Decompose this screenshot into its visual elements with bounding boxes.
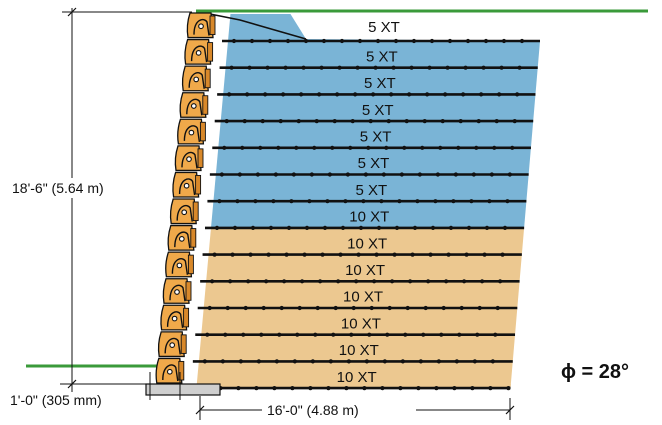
- geogrid-2: [219, 65, 538, 70]
- geogrid-14: [190, 386, 511, 391]
- length-label-bg: [262, 401, 416, 419]
- zone-band-12: [198, 334, 516, 362]
- facing-block-6: [174, 145, 204, 172]
- toe-label: 1'-0" (305 mm): [10, 392, 102, 408]
- facing-block-1: [186, 12, 216, 39]
- geogrid-10: [200, 279, 520, 284]
- zone-band-9: [206, 254, 522, 282]
- facing-blocks: [155, 12, 216, 384]
- geogrid-7: [207, 199, 527, 204]
- geogrid-4: [214, 119, 534, 124]
- layer-label-14: 10 XT: [337, 369, 377, 386]
- toe-dimension: [60, 372, 190, 400]
- slope-line: [199, 11, 307, 40]
- zone-band-5: [215, 147, 531, 175]
- leveling-pad: [145, 383, 221, 396]
- facing-block-11: [162, 278, 192, 304]
- layer-label-1: 5 XT: [368, 19, 400, 36]
- facing-block-9: [167, 224, 197, 251]
- layer-label-6: 5 XT: [358, 155, 390, 172]
- upper-slope-zone: [228, 14, 540, 41]
- zone-band-4: [218, 121, 534, 148]
- geogrid-8: [204, 225, 525, 230]
- length-label: 16'-0" (4.88 m): [267, 402, 359, 418]
- layer-label-10: 10 XT: [345, 262, 385, 279]
- facing-block-3: [181, 65, 211, 92]
- geogrid-13: [192, 359, 513, 364]
- geogrid-6: [209, 172, 529, 177]
- zone-band-6: [213, 174, 529, 202]
- layer-label-5: 5 XT: [360, 128, 392, 145]
- zone-band-2: [223, 67, 538, 95]
- layer-labels: 5 XT 5 XT 5 XT 5 XT 5 XT 5 XT 5 XT 10 XT 10 XT 10…: [337, 19, 400, 386]
- facing-block-8: [169, 198, 199, 225]
- facing-block-13: [157, 331, 187, 358]
- zone-band-11: [201, 308, 518, 335]
- friction-angle-label: ϕ = 28°: [561, 361, 629, 383]
- facing-block-2: [184, 38, 214, 65]
- geogrid-3: [217, 92, 536, 97]
- zone-band-8: [208, 227, 525, 255]
- reinforced-zones: [196, 14, 540, 389]
- layer-label-9: 10 XT: [347, 235, 387, 252]
- zone-band-3: [220, 94, 536, 122]
- geogrid-1: [222, 38, 540, 44]
- geogrid-layers: [190, 11, 540, 391]
- height-label-bg: [8, 178, 136, 198]
- geogrid-5: [212, 145, 531, 150]
- layer-label-8: 10 XT: [349, 209, 389, 226]
- geogrid-11: [197, 305, 518, 311]
- zone-band-13: [196, 361, 513, 389]
- layer-label-4: 5 XT: [362, 102, 394, 119]
- facing-block-12: [160, 304, 190, 331]
- layer-label-13: 10 XT: [339, 342, 379, 359]
- layer-label-12: 10 XT: [341, 315, 381, 332]
- zone-band-10: [203, 281, 520, 308]
- geogrid-9: [202, 252, 522, 257]
- facing-block-5: [177, 118, 206, 145]
- facing-block-14: [155, 357, 185, 384]
- facing-block-10: [165, 251, 194, 278]
- layer-label-11: 10 XT: [343, 289, 383, 306]
- height-label: 18'-6" (5.64 m): [12, 180, 104, 196]
- layer-label-7: 5 XT: [356, 182, 388, 199]
- zone-band-1: [225, 41, 540, 68]
- zone-band-7: [210, 201, 527, 228]
- layer-label-2: 5 XT: [366, 48, 398, 65]
- layer-label-3: 5 XT: [364, 75, 396, 92]
- facing-block-7: [172, 171, 202, 198]
- geogrid-12: [195, 332, 516, 337]
- facing-block-4: [179, 92, 209, 118]
